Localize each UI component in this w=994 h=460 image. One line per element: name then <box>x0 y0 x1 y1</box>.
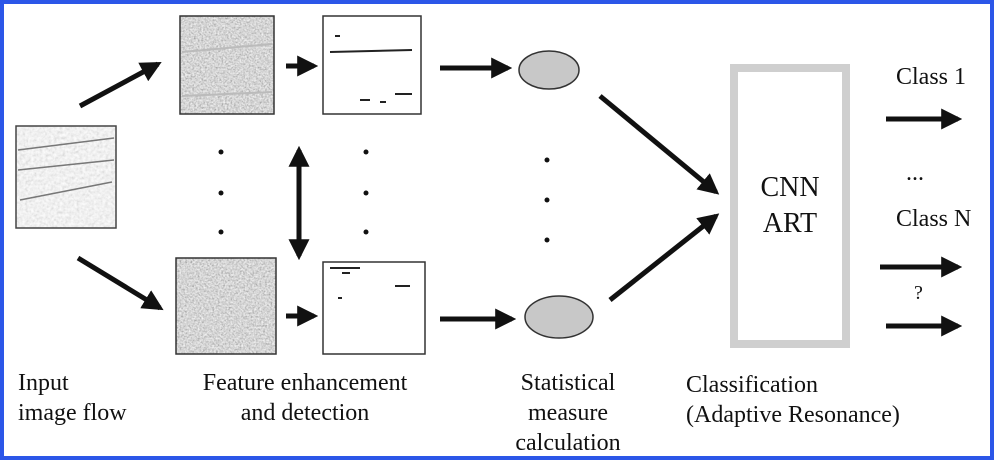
class-1-label: Class 1 <box>896 64 967 90</box>
class-ellipsis: ... <box>906 160 924 186</box>
input-label: Input image flow <box>18 370 127 426</box>
detected-image-bottom <box>322 261 426 355</box>
detected-image-top <box>322 15 422 115</box>
statistic-node-top <box>518 50 580 90</box>
cnn-art-label: CNN ART <box>760 172 820 239</box>
unknown-class-label: ? <box>914 282 923 304</box>
class-n-label: Class N <box>896 206 972 232</box>
flow-arrows <box>76 55 963 337</box>
vertical-dots <box>218 149 550 243</box>
statistical-label: Statistical measure calculation <box>515 370 621 456</box>
enhanced-image-bottom <box>175 257 277 355</box>
enhanced-image-top <box>179 15 275 115</box>
cnn-art-box <box>730 64 850 348</box>
input-image <box>15 125 117 229</box>
statistic-node-bottom <box>524 295 594 339</box>
classification-label: Classification (Adaptive Resonance) <box>686 372 900 428</box>
feature-label: Feature enhancement and detection <box>202 370 408 426</box>
